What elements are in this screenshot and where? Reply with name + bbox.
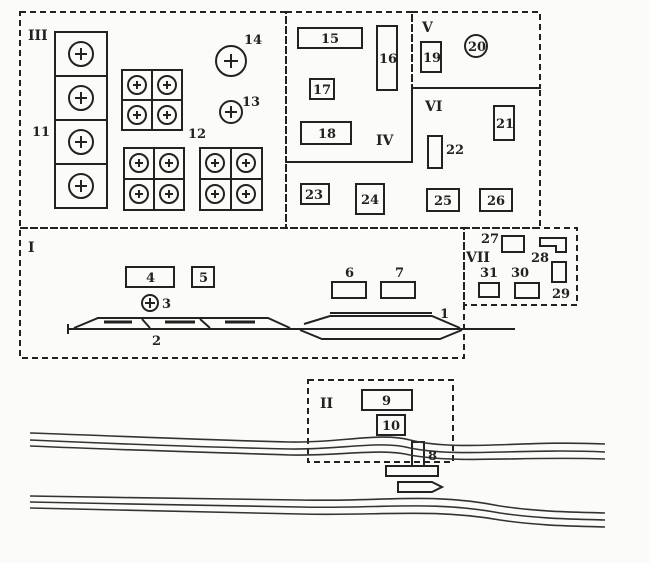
building-28 xyxy=(539,237,567,253)
building-6 xyxy=(331,281,367,299)
label-25: 25 xyxy=(434,194,452,209)
building-18 xyxy=(300,121,352,145)
building-17 xyxy=(309,78,335,100)
label-1: 1 xyxy=(440,307,449,322)
label-14: 14 xyxy=(244,33,262,48)
building-10 xyxy=(376,414,406,436)
tank-group-lower-left xyxy=(123,147,185,211)
building-15 xyxy=(297,27,363,49)
label-20: 20 xyxy=(468,40,486,55)
zone-label-v: V xyxy=(421,20,434,36)
tank-column-11 xyxy=(54,31,108,209)
label-19: 19 xyxy=(423,51,441,66)
building-5 xyxy=(191,266,215,288)
zone-label-i: I xyxy=(28,240,35,256)
building-9 xyxy=(361,389,413,411)
building-31 xyxy=(478,282,500,298)
zone-v-boundary xyxy=(411,11,541,89)
zone-i-boundary xyxy=(19,227,465,359)
zone-label-vii: VII xyxy=(465,250,490,266)
label-29: 29 xyxy=(552,287,570,302)
label-6: 6 xyxy=(345,266,354,281)
label-5: 5 xyxy=(199,271,208,286)
zone-vii-buildings xyxy=(478,235,567,299)
zone-label-iv: IV xyxy=(376,133,395,149)
building-25 xyxy=(426,188,460,212)
zone-ii-buildings xyxy=(361,389,445,493)
building-16 xyxy=(376,25,398,91)
label-17: 17 xyxy=(313,83,331,98)
zone-i-buildings xyxy=(125,266,416,312)
label-12: 12 xyxy=(188,127,206,142)
zone-v-buildings xyxy=(420,34,488,73)
label-23: 23 xyxy=(305,188,323,203)
building-7 xyxy=(380,281,416,299)
label-21: 21 xyxy=(496,117,514,132)
label-8: 8 xyxy=(428,449,437,464)
building-21 xyxy=(493,105,515,141)
building-4 xyxy=(125,266,175,288)
railway-tracks xyxy=(67,312,515,340)
label-28: 28 xyxy=(531,251,549,266)
label-4: 4 xyxy=(146,271,155,286)
tank-20 xyxy=(464,34,488,58)
label-16: 16 xyxy=(379,52,397,67)
tank-14 xyxy=(215,45,247,77)
label-31: 31 xyxy=(480,266,498,281)
zone-label-vi: VI xyxy=(424,99,442,115)
tank-column-11-crosses xyxy=(75,48,87,192)
single-tanks xyxy=(215,45,247,124)
label-24: 24 xyxy=(361,193,379,208)
zone-vii-boundary xyxy=(463,227,578,306)
building-27 xyxy=(501,235,525,253)
tank-group-12 xyxy=(121,69,183,131)
label-27: 27 xyxy=(481,232,499,247)
tanker-ship xyxy=(397,481,445,493)
label-11: 11 xyxy=(32,125,50,140)
label-10: 10 xyxy=(382,419,400,434)
tank-group-lower-right xyxy=(199,147,263,211)
tank-3 xyxy=(141,294,159,312)
river xyxy=(29,432,606,528)
zone-label-ii: II xyxy=(320,396,333,412)
zone-vi-buildings xyxy=(300,105,515,215)
label-30: 30 xyxy=(511,266,529,281)
tank-13 xyxy=(219,100,243,124)
label-3: 3 xyxy=(162,297,171,312)
label-22: 22 xyxy=(446,143,464,158)
label-15: 15 xyxy=(321,32,339,47)
building-29 xyxy=(551,261,567,283)
building-30 xyxy=(514,282,540,299)
building-19 xyxy=(420,41,442,73)
building-26 xyxy=(479,188,513,212)
building-22 xyxy=(427,135,443,169)
building-24 xyxy=(355,183,385,215)
label-13: 13 xyxy=(242,95,260,110)
zone-label-iii: III xyxy=(28,28,48,44)
label-2: 2 xyxy=(152,334,161,349)
label-9: 9 xyxy=(382,394,391,409)
building-23 xyxy=(300,183,330,205)
label-7: 7 xyxy=(395,266,404,281)
zone-iv-buildings xyxy=(297,25,398,145)
pier-deck xyxy=(385,465,439,477)
label-18: 18 xyxy=(318,127,336,142)
label-26: 26 xyxy=(487,194,505,209)
